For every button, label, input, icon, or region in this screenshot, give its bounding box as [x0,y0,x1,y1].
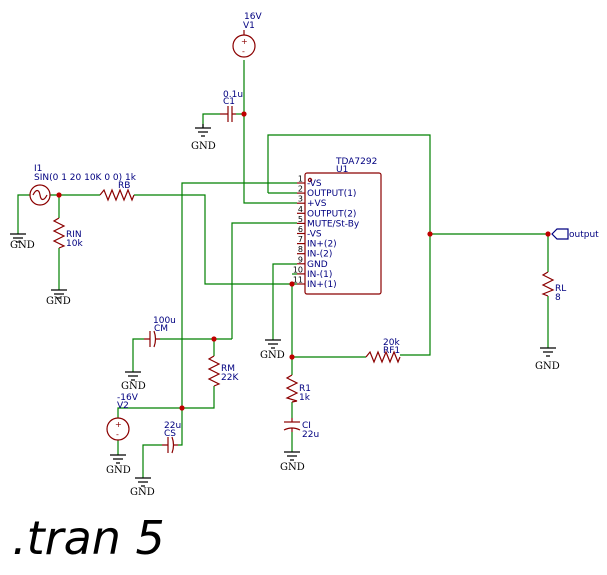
gnd-v2: GND [106,454,131,476]
gnd-label: GND [280,462,305,473]
gnd-label: GND [130,487,155,498]
svg-text:-: - [116,430,119,439]
svg-text:+: + [115,420,122,429]
ic-pin-number: 9 [298,255,303,264]
resistor-rin[interactable]: RIN 10k [52,217,83,249]
gnd-label: GND [260,350,285,361]
gnd-rin: GND [46,289,71,307]
c1-value: 0.1u [223,90,243,100]
gnd-cs: GND [130,477,155,498]
v1-value: 16V [244,12,262,22]
gnd-label: GND [535,361,560,372]
rl-ref: RL [555,284,566,294]
ci-value: 22u [302,430,319,440]
cs-value: 22u [164,421,181,431]
current-source-i1[interactable]: I1 SIN(0 1 20 10K 0 0) 1k [29,164,137,206]
net-label-text: output [569,230,599,240]
v2-value: -16V [117,393,139,403]
gnd-label: GND [46,296,71,307]
capacitor-cs[interactable]: 22u CS [162,421,181,454]
cm-value: 100u [153,316,176,326]
ic-pins: 1 -VS 2 OUTPUT(1) 3 +VS 4 OUTPUT(2) 5 MUTE/St-By 6… [293,175,360,291]
c1-ref: C1 [223,97,235,107]
resistor-rf1[interactable]: 20k RF1 [365,338,401,364]
ic-pin-name: IN-(2) [307,250,332,260]
ci-ref: CI [302,421,311,431]
ic-pin-name: -VS [307,179,322,189]
voltage-source-v1[interactable]: + - 16V V1 [232,12,262,58]
ic-u1[interactable]: TDA7292 U1 1 -VS 2 OUTPUT(1) 3 +VS 4 OUTPUT(2) 5… [293,157,382,295]
wires [17,60,549,478]
gnd-rl: GND [535,347,560,372]
gnd-c1: GND [191,124,216,152]
ic-pin-name: -VS [307,230,322,240]
gnd-label: GND [191,141,216,152]
sim-directive: .tran 5 [12,511,165,565]
resistor-rb[interactable]: RB [99,181,135,202]
resistor-rm[interactable]: RM 22K [207,355,239,387]
u1-value: TDA7292 [335,157,377,167]
ic-pin-name: IN+(1) [307,280,337,290]
gnd-label: GND [10,240,35,251]
rf1-value: 20k [383,338,400,348]
ic-pin-number: 4 [298,205,303,214]
rl-value: 8 [555,293,561,303]
capacitor-cm[interactable]: 100u CM [144,316,176,348]
gnd-label: GND [121,381,146,392]
gnd-label: GND [106,465,131,476]
resistor-r1[interactable]: R1 1k [285,374,311,403]
ic-pin-number: 11 [293,276,303,285]
ic-pin-name: IN-(1) [307,270,332,280]
ic-pin-name: +VS [307,199,327,209]
net-label-output[interactable]: output [551,228,599,240]
u1-ref: U1 [336,165,348,175]
junctions [56,111,551,411]
ic-pin-number: 6 [298,225,303,234]
ic-pin-name: OUTPUT(2) [307,209,356,219]
cs-ref: CS [164,429,176,439]
ic-pin-number: 5 [298,215,303,224]
ic-pin-number: 1 [298,175,303,184]
v1-ref: V1 [243,21,255,31]
ic-pin-number: 10 [293,265,303,274]
rm-value: 22K [221,373,239,383]
ic-pin-name: OUTPUT(1) [307,189,356,199]
svg-text:-: - [242,47,245,56]
gnd-ci: GND [280,451,305,473]
gnd-pin9: GND [260,339,285,361]
rin-value: 10k [66,239,83,249]
capacitor-ci[interactable]: CI 22u [283,418,319,440]
r1-ref: R1 [299,384,311,394]
svg-text:+: + [241,37,248,46]
rm-ref: RM [221,364,235,374]
capacitor-c1[interactable]: 0.1u C1 [220,90,243,122]
ic-pin-name: IN+(2) [307,240,337,250]
rf1-ref: RF1 [383,346,400,356]
cm-ref: CM [154,324,168,334]
ic-pin-name: GND [307,260,328,270]
voltage-source-v2[interactable]: + - -16V V2 [106,393,139,441]
ic-pin-number: 2 [298,185,303,194]
gnd-i1: GND [10,233,35,251]
i1-ref: I1 [34,164,42,174]
ic-pin-number: 3 [298,195,303,204]
r1-value: 1k [299,393,311,403]
ic-pin-name: MUTE/St-By [307,219,360,229]
resistor-rl[interactable]: RL 8 [541,271,566,303]
gnd-cm: GND [121,371,146,392]
rin-ref: RIN [66,230,82,240]
v2-ref: V2 [117,401,129,411]
ic-pin-number: 7 [298,235,303,244]
rb-ref: RB [118,181,130,191]
i1-value: SIN(0 1 20 10K 0 0) 1k [34,173,137,183]
ic-pin-number: 8 [298,245,303,254]
